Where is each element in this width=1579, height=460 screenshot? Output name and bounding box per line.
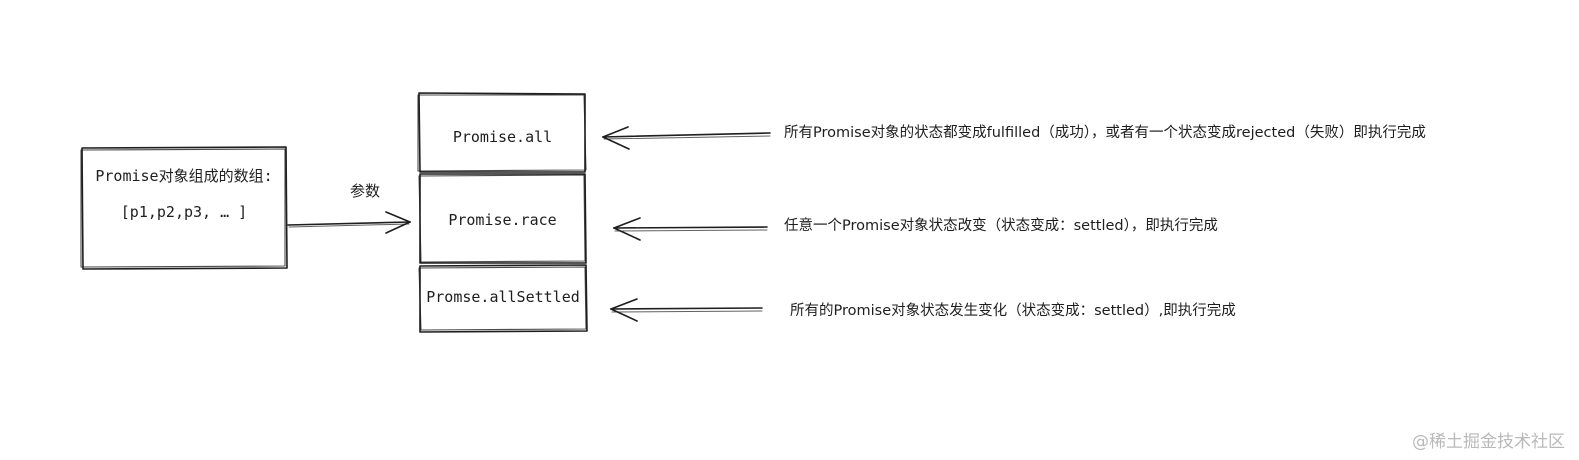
promise-allsettled-description: 所有的Promise对象状态发生变化（状态变成：settled）,即执行完成	[790, 303, 1236, 319]
arrow-to-promise-allsettled	[610, 298, 763, 322]
promise-all-description: 所有Promise对象的状态都变成fulfilled（成功），或者有一个状态变成…	[784, 125, 1426, 141]
watermark: @稀土掘金技术社区	[1412, 432, 1565, 452]
arrow-to-promise-all	[602, 126, 771, 150]
promise-all-label: Promise.all	[452, 128, 553, 146]
promise-allsettled-box	[418, 264, 588, 333]
source-box-items: [p1,p2,p3, … ]	[120, 203, 248, 221]
arrow-to-promise-race	[613, 217, 768, 241]
promise-allsettled-label: Promse.allSettled	[426, 288, 580, 306]
promise-race-box	[418, 173, 587, 264]
source-array-box	[80, 146, 288, 270]
promise-race-label: Promise.race	[448, 211, 557, 229]
promise-all-box	[417, 92, 587, 173]
param-arrow	[287, 211, 411, 234]
param-label: 参数	[350, 182, 381, 200]
source-box-title: Promise对象组成的数组:	[95, 167, 273, 185]
promise-race-description: 任意一个Promise对象状态改变（状态变成：settled），即执行完成	[784, 218, 1218, 234]
